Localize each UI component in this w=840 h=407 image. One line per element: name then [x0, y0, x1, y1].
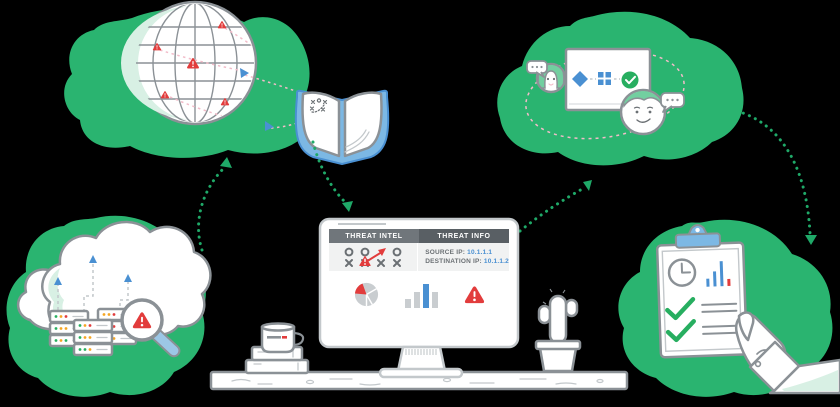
pie-chart-icon	[355, 282, 379, 307]
source-ip-label: SOURCE IP:	[425, 249, 466, 256]
globe-gridlines	[136, 4, 254, 122]
bar-chart-icon	[404, 283, 438, 308]
flow-arrowhead-icon	[240, 68, 249, 78]
thumb	[737, 311, 755, 342]
cloud-monitoring-vignette	[6, 215, 212, 397]
checkmark-icon	[665, 318, 696, 343]
mug-logo	[267, 336, 287, 339]
clipboard-clip	[674, 224, 722, 249]
flow-arrow-book-to-monitor	[311, 140, 353, 212]
flow-arrow-collab-to-report	[735, 109, 817, 245]
check-circle-icon	[621, 71, 639, 89]
monitor-base	[378, 367, 464, 379]
report-vignette	[618, 219, 840, 397]
grid-squares-icon	[598, 72, 611, 85]
source-ip-value: 10.1.1.1	[467, 249, 493, 256]
server-rack	[48, 307, 138, 357]
threat-info-panel: SOURCE IP: 10.1.1.1 DESTINATION IP: 10.1…	[418, 243, 509, 271]
checkmark-icon	[665, 296, 696, 321]
server-unit	[72, 342, 114, 357]
global-threats-vignette	[64, 0, 390, 165]
hand-holding-clipboard	[734, 311, 840, 395]
speech-bubble-icon	[526, 60, 548, 78]
wood-grain	[231, 377, 604, 386]
playbook-icon	[344, 247, 402, 267]
flow-arrowhead-icon	[265, 121, 274, 131]
destination-ip-value: 10.1.1.2	[483, 258, 509, 265]
up-arrow-icon	[54, 277, 62, 285]
up-arrow-icon	[89, 255, 97, 263]
destination-ip-label: DESTINATION IP:	[425, 258, 482, 265]
playbook-marks	[309, 98, 328, 113]
destination-ip-row: DESTINATION IP: 10.1.1.2	[425, 258, 509, 265]
speech-bubble-icon	[660, 92, 685, 113]
up-arrow-icon	[124, 274, 132, 282]
collaboration-vignette	[497, 11, 744, 166]
server-unit	[72, 330, 114, 345]
alert-triangle-icon	[464, 285, 485, 305]
list-lines	[701, 302, 739, 335]
flow-arrow-monitor-to-collab	[518, 180, 592, 233]
report-clipboard	[655, 224, 749, 359]
mini-bar-chart	[706, 261, 731, 287]
tab-threat-intel: THREAT INTEL	[329, 229, 419, 243]
server-unit	[72, 318, 114, 333]
monitor-screen: THREAT INTEL THREAT INFO	[329, 229, 509, 318]
source-ip-row: SOURCE IP: 10.1.1.1	[425, 249, 509, 256]
screen-stats-row	[329, 271, 509, 318]
globe-threat-map	[121, 0, 258, 126]
intel-book	[294, 89, 390, 165]
cactus-plant	[534, 288, 582, 373]
flow-arrow-cloud-to-globe	[197, 157, 232, 252]
clock-icon	[667, 258, 697, 287]
screen-header: THREAT INTEL THREAT INFO	[329, 229, 509, 243]
alert-triangle-icon	[359, 255, 371, 266]
tab-threat-info: THREAT INFO	[419, 229, 509, 243]
diamond-icon	[572, 71, 588, 87]
sleeve	[748, 340, 840, 395]
analyst-avatar-male	[619, 88, 667, 136]
magnifier-icon	[120, 298, 181, 358]
threat-intel-panel	[329, 243, 419, 271]
coffee-mug	[260, 322, 305, 354]
